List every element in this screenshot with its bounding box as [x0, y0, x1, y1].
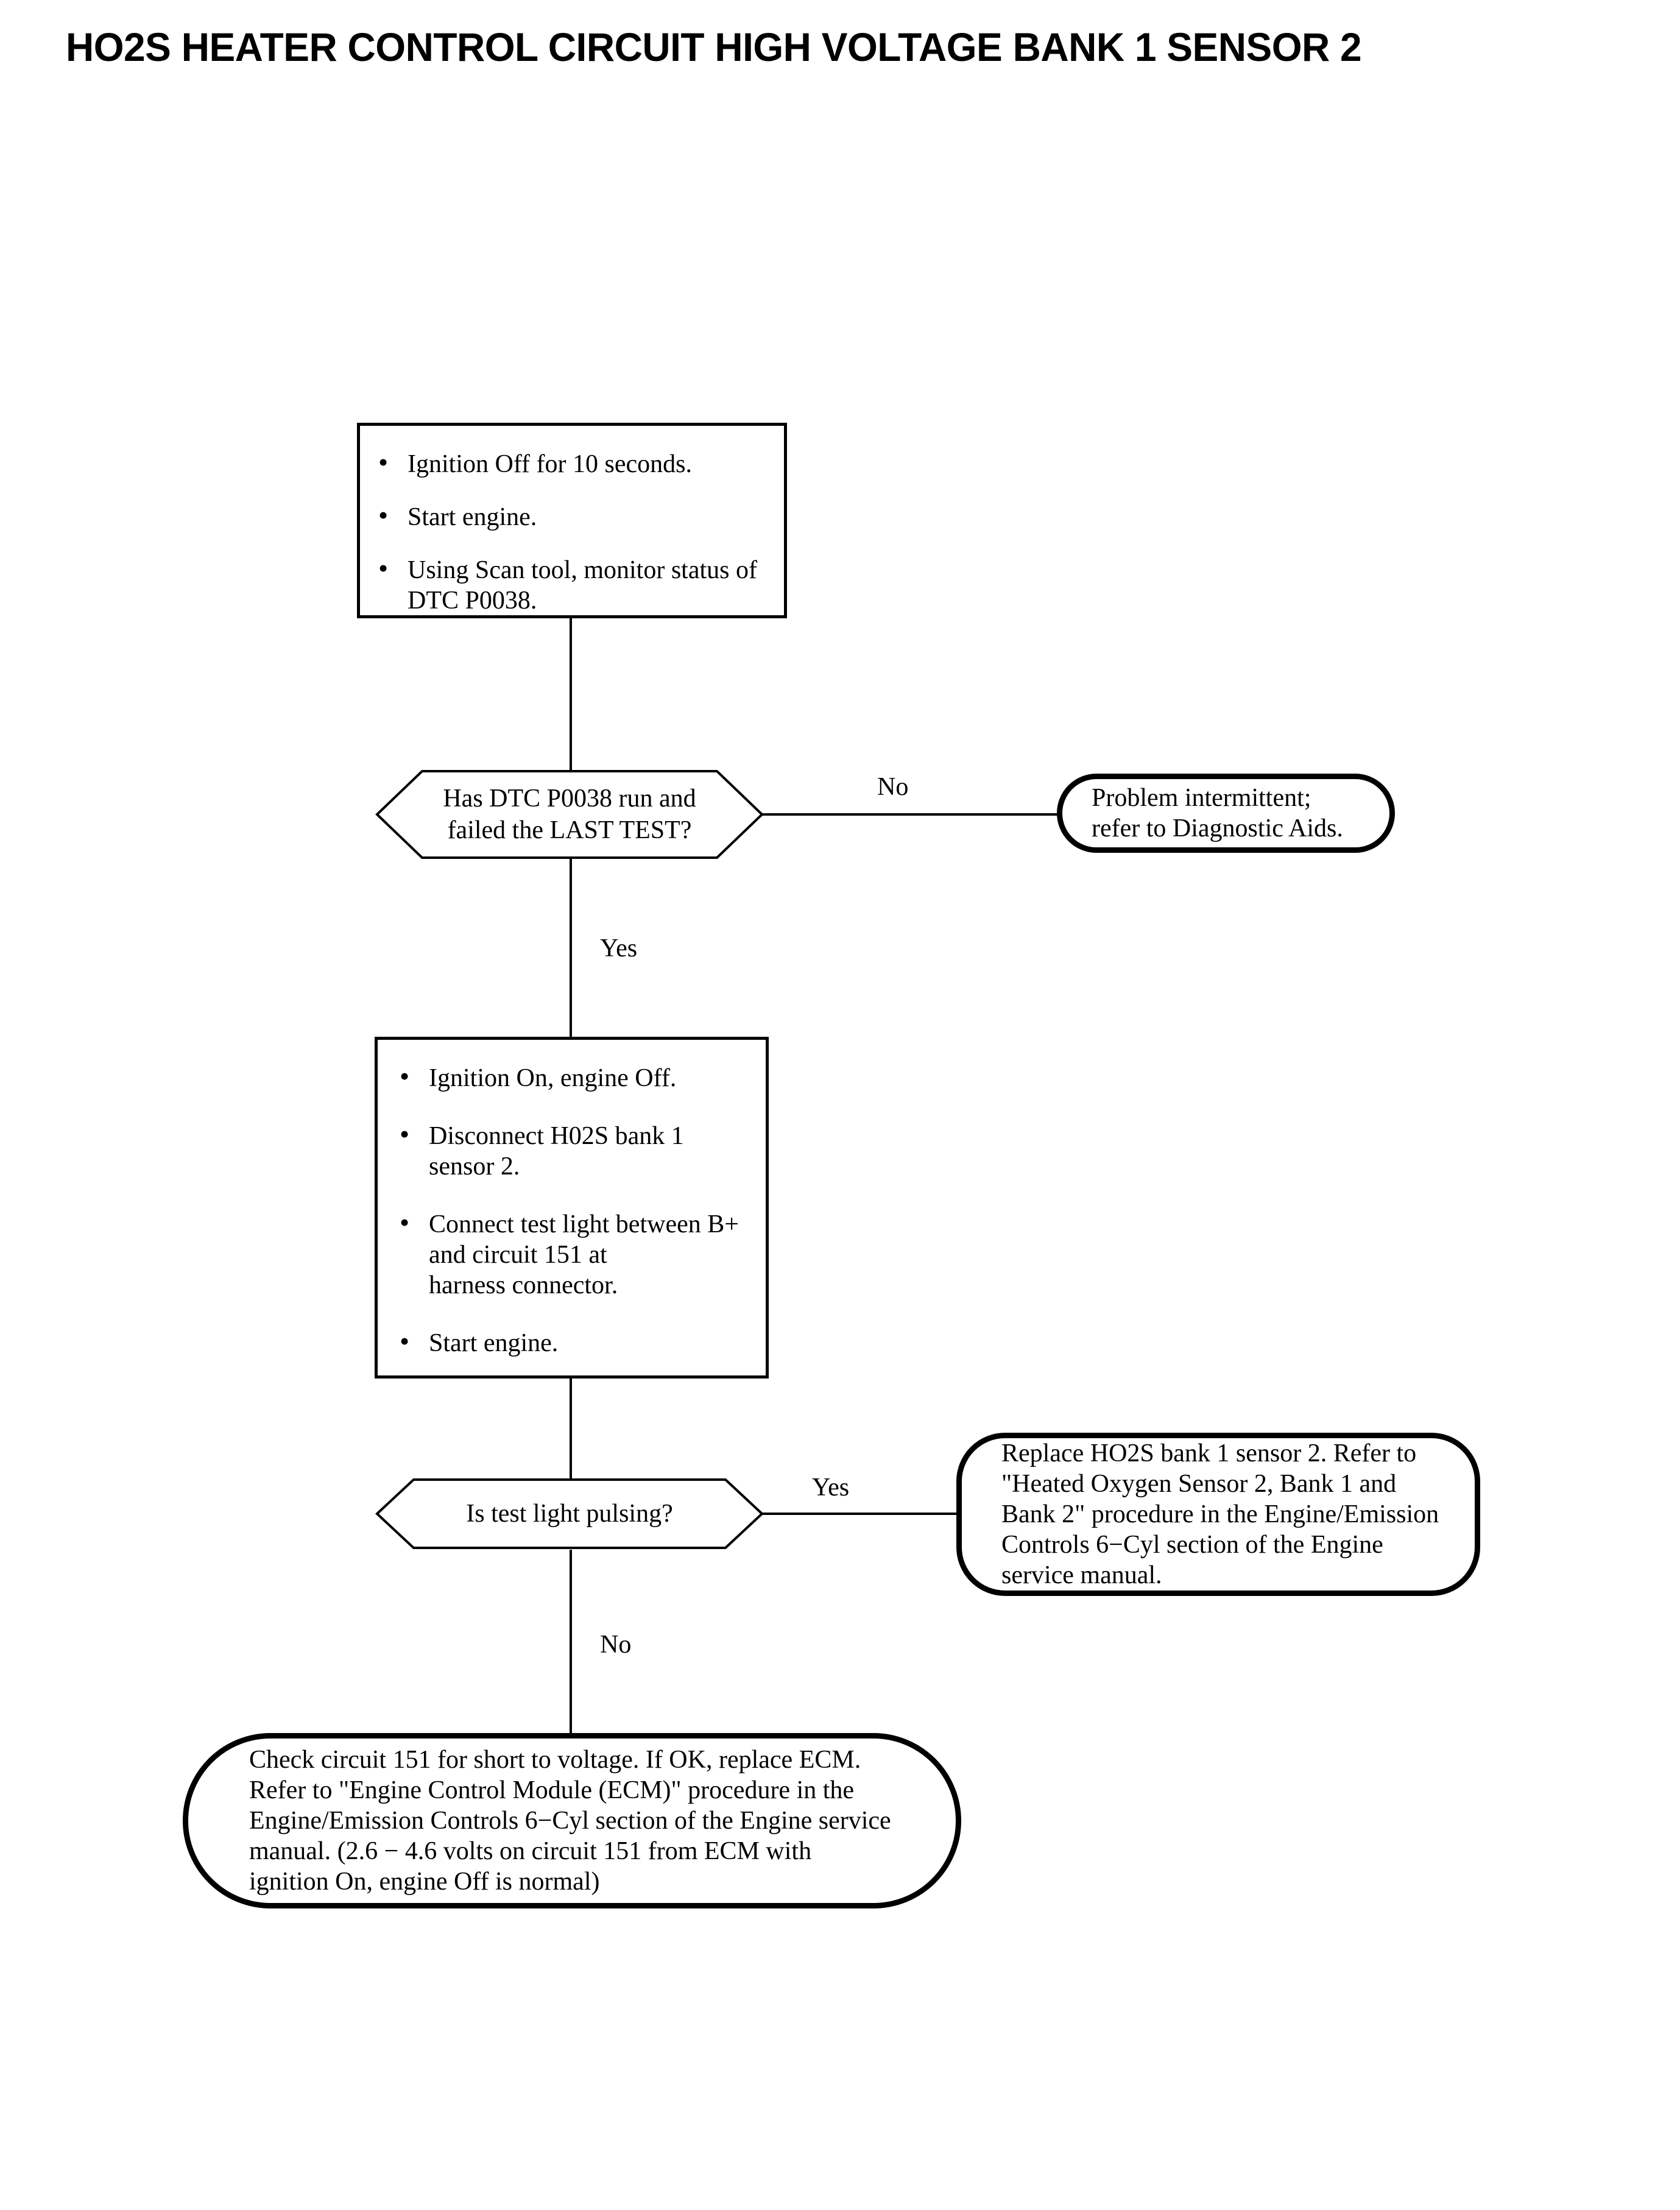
decision-2-hexagon: Is test light pulsing? [375, 1477, 764, 1550]
terminal-problem-intermittent: Problem intermittent; refer to Diagnosti… [1057, 774, 1395, 853]
list-item: Start engine. [365, 500, 784, 532]
terminal-line: Problem intermittent; [1092, 784, 1311, 812]
terminal-1-text: Problem intermittent; refer to Diagnosti… [1092, 783, 1343, 844]
decision-2-text: Is test light pulsing? [375, 1477, 764, 1550]
branch-label-no-decision1: No [877, 773, 909, 801]
connector-decision2-yes-branch [762, 1513, 968, 1515]
terminal-line: refer to Diagnostic Aids. [1092, 814, 1343, 842]
terminal-line: manual. (2.6 − 4.6 volts on circuit 151 … [249, 1837, 812, 1865]
step-1-bullet-list: Ignition Off for 10 seconds. Start engin… [365, 447, 784, 616]
terminal-check-circuit-151: Check circuit 151 for short to voltage. … [183, 1733, 961, 1908]
terminal-line: Controls 6−Cyl section of the Engine [1001, 1531, 1383, 1559]
decision-line: failed the LAST TEST? [447, 816, 692, 844]
bullet-line: Connect test light between B+ [429, 1210, 739, 1238]
bullet-line: and circuit 151 at [429, 1241, 607, 1269]
terminal-line: Engine/Emission Controls 6−Cyl section o… [249, 1807, 891, 1835]
terminal-line: ignition On, engine Off is normal) [249, 1868, 600, 1896]
connector-decision1-to-step2 [570, 858, 572, 1039]
decision-1-text: Has DTC P0038 run and failed the LAST TE… [375, 769, 764, 860]
terminal-line: Check circuit 151 for short to voltage. … [249, 1746, 861, 1774]
bullet-line: Start engine. [408, 503, 537, 531]
step-1-action-box: Ignition Off for 10 seconds. Start engin… [357, 423, 787, 618]
list-item: Disconnect H02S bank 1 sensor 2. [386, 1119, 766, 1182]
bullet-line: harness connector. [429, 1271, 618, 1299]
bullet-line: DTC P0038. [408, 587, 537, 615]
terminal-line: "Heated Oxygen Sensor 2, Bank 1 and [1001, 1470, 1397, 1498]
terminal-line: Refer to "Engine Control Module (ECM)" p… [249, 1776, 855, 1804]
terminal-line: Bank 2" procedure in the Engine/Emission [1001, 1500, 1439, 1528]
branch-label-yes-decision2: Yes [812, 1474, 850, 1502]
terminal-line: service manual. [1001, 1561, 1162, 1589]
bullet-line: sensor 2. [429, 1153, 520, 1181]
bullet-line: Using Scan tool, monitor status of [408, 556, 757, 584]
terminal-3-text: Check circuit 151 for short to voltage. … [249, 1745, 891, 1897]
step-2-action-box: Ignition On, engine Off. Disconnect H02S… [375, 1037, 769, 1379]
list-item: Using Scan tool, monitor status of DTC P… [365, 553, 784, 616]
list-item: Ignition Off for 10 seconds. [365, 447, 784, 479]
terminal-replace-ho2s-sensor: Replace HO2S bank 1 sensor 2. Refer to "… [956, 1433, 1480, 1596]
list-item: Start engine. [386, 1326, 766, 1358]
list-item: Ignition On, engine Off. [386, 1061, 766, 1093]
connector-decision1-no-branch [762, 813, 1059, 816]
connector-step2-to-decision2 [570, 1379, 572, 1479]
list-item: Connect test light between B+ and circui… [386, 1207, 766, 1301]
decision-line: Is test light pulsing? [466, 1500, 673, 1528]
page-title: HO2S HEATER CONTROL CIRCUIT HIGH VOLTAGE… [66, 24, 1362, 69]
connector-step1-to-decision1 [570, 618, 572, 771]
bullet-line: Disconnect H02S bank 1 [429, 1122, 684, 1150]
connector-decision2-to-terminal3 [570, 1550, 572, 1739]
bullet-line: Start engine. [429, 1329, 559, 1357]
bullet-line: Ignition Off for 10 seconds. [408, 450, 692, 478]
terminal-2-text: Replace HO2S bank 1 sensor 2. Refer to "… [1001, 1438, 1439, 1590]
decision-line: Has DTC P0038 run and [443, 785, 696, 813]
decision-1-hexagon: Has DTC P0038 run and failed the LAST TE… [375, 769, 764, 860]
terminal-line: Replace HO2S bank 1 sensor 2. Refer to [1001, 1439, 1417, 1467]
bullet-line: Ignition On, engine Off. [429, 1064, 677, 1092]
step-2-bullet-list: Ignition On, engine Off. Disconnect H02S… [386, 1061, 766, 1358]
branch-label-no-decision2: No [600, 1631, 632, 1659]
branch-label-yes-decision1: Yes [600, 934, 638, 962]
